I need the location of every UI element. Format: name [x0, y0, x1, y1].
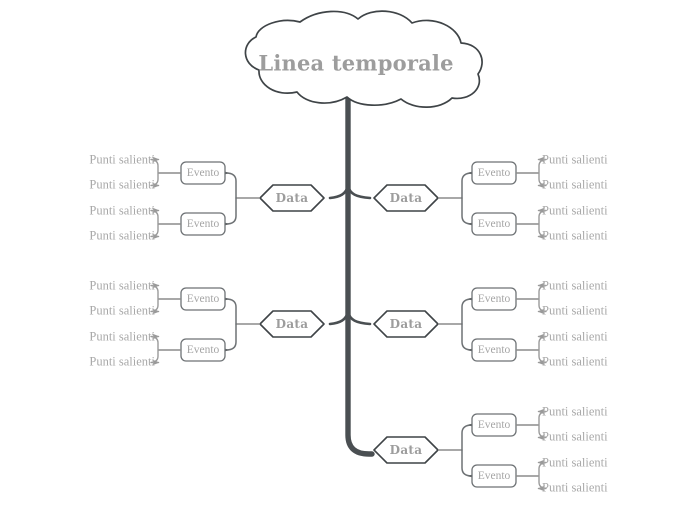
data-node-shape[interactable] — [259, 184, 325, 212]
points-bracket — [538, 410, 547, 439]
evento-node-shape[interactable] — [471, 212, 517, 236]
data-node-shape[interactable] — [259, 310, 325, 338]
points-bracket — [538, 158, 547, 187]
event-connector — [218, 323, 237, 355]
evento-node-shape[interactable] — [471, 338, 517, 362]
points-bracket — [538, 335, 547, 364]
data-node-shape[interactable] — [373, 184, 439, 212]
points-bracket — [150, 284, 159, 313]
evento-node-shape[interactable] — [180, 338, 226, 362]
points-bracket — [538, 284, 547, 313]
event-connector — [461, 197, 479, 229]
root-cloud-shape — [244, 10, 483, 108]
evento-node-shape[interactable] — [180, 161, 226, 185]
event-connector — [461, 449, 479, 481]
evento-node-shape[interactable] — [471, 413, 517, 437]
central-spine — [328, 94, 375, 457]
points-bracket — [150, 335, 159, 364]
evento-node-shape[interactable] — [180, 212, 226, 236]
points-bracket — [538, 461, 547, 490]
event-connector — [461, 323, 479, 355]
event-connector — [218, 294, 237, 325]
evento-node-shape[interactable] — [471, 464, 517, 488]
evento-node-shape[interactable] — [471, 287, 517, 311]
event-connector — [218, 168, 237, 199]
event-connector — [461, 420, 479, 451]
points-bracket — [150, 158, 159, 187]
data-node-shape[interactable] — [373, 436, 439, 464]
evento-node-shape[interactable] — [471, 161, 517, 185]
data-node-shape[interactable] — [373, 310, 439, 338]
event-connector — [461, 168, 479, 199]
points-bracket — [538, 209, 547, 238]
points-bracket — [150, 209, 159, 238]
event-connector — [461, 294, 479, 325]
event-connector — [218, 197, 237, 229]
evento-node-shape[interactable] — [180, 287, 226, 311]
